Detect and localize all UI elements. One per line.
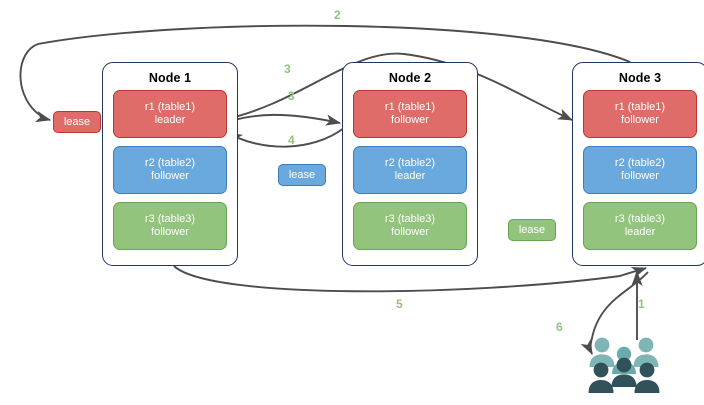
replica-role: follower [151, 226, 189, 238]
edge-step-6 [580, 271, 649, 356]
step-label-5: 5 [396, 297, 403, 311]
node-container-1[interactable]: Node 1 r1 (table1) leader r2 (table2) fo… [102, 62, 238, 266]
node-container-2[interactable]: Node 2 r1 (table1) follower r2 (table2) … [342, 62, 478, 266]
node-title-2: Node 2 [388, 71, 432, 85]
lease-chip-r1[interactable]: lease [53, 111, 101, 133]
node-title-3: Node 3 [618, 71, 662, 85]
replica-name: r3 (table3) [384, 212, 436, 225]
replica-name: r1 (table1) [614, 100, 666, 113]
replica-role: follower [621, 114, 659, 126]
replica-role: follower [391, 226, 429, 238]
step-label-4: 4 [288, 133, 295, 147]
step-label-2: 2 [334, 8, 341, 22]
edge-step-5 [173, 265, 648, 293]
step-label-6: 6 [556, 320, 563, 334]
replica-n3-r2[interactable]: r2 (table2) follower [583, 146, 697, 194]
replica-n3-r1[interactable]: r1 (table1) follower [583, 90, 697, 138]
step-label-1: 1 [638, 297, 645, 311]
replica-role: leader [394, 170, 426, 182]
replica-name: r2 (table2) [614, 156, 666, 169]
replica-name: r1 (table1) [144, 100, 196, 113]
replica-role: follower [151, 170, 189, 182]
replica-role: leader [624, 226, 656, 238]
replica-n1-r1[interactable]: r1 (table1) leader [113, 90, 227, 138]
user-back-right [633, 337, 659, 367]
replica-n2-r3[interactable]: r3 (table3) follower [353, 202, 467, 250]
replica-role: follower [391, 114, 429, 126]
lease-chip-r2[interactable]: lease [278, 164, 326, 186]
edge-step-2 [19, 24, 631, 123]
replica-n1-r3[interactable]: r3 (table3) follower [113, 202, 227, 250]
replica-n2-r2[interactable]: r2 (table2) leader [353, 146, 467, 194]
edge-step-4 [227, 127, 345, 148]
step-label-3-lower: 3 [288, 89, 295, 103]
step-label-3-upper: 3 [284, 62, 291, 76]
replica-role: follower [621, 170, 659, 182]
replica-n3-r3[interactable]: r3 (table3) leader [583, 202, 697, 250]
replica-name: r3 (table3) [614, 212, 666, 225]
user-back-left [589, 337, 615, 367]
users-icon [588, 337, 660, 393]
replica-name: r3 (table3) [144, 212, 196, 225]
replica-n1-r2[interactable]: r2 (table2) follower [113, 146, 227, 194]
user-front-right [634, 362, 660, 393]
user-front-center [611, 357, 637, 387]
replica-name: r2 (table2) [144, 156, 196, 169]
node-container-3[interactable]: Node 3 r1 (table1) follower r2 (table2) … [572, 62, 704, 266]
replica-role: leader [154, 114, 186, 126]
replica-name: r2 (table2) [384, 156, 436, 169]
lease-chip-r3[interactable]: lease [508, 219, 556, 241]
user-front-left [588, 362, 614, 393]
node-title-1: Node 1 [148, 71, 192, 85]
replica-name: r1 (table1) [384, 100, 436, 113]
replica-n2-r1[interactable]: r1 (table1) follower [353, 90, 467, 138]
edge-step-3-upper [221, 52, 574, 121]
